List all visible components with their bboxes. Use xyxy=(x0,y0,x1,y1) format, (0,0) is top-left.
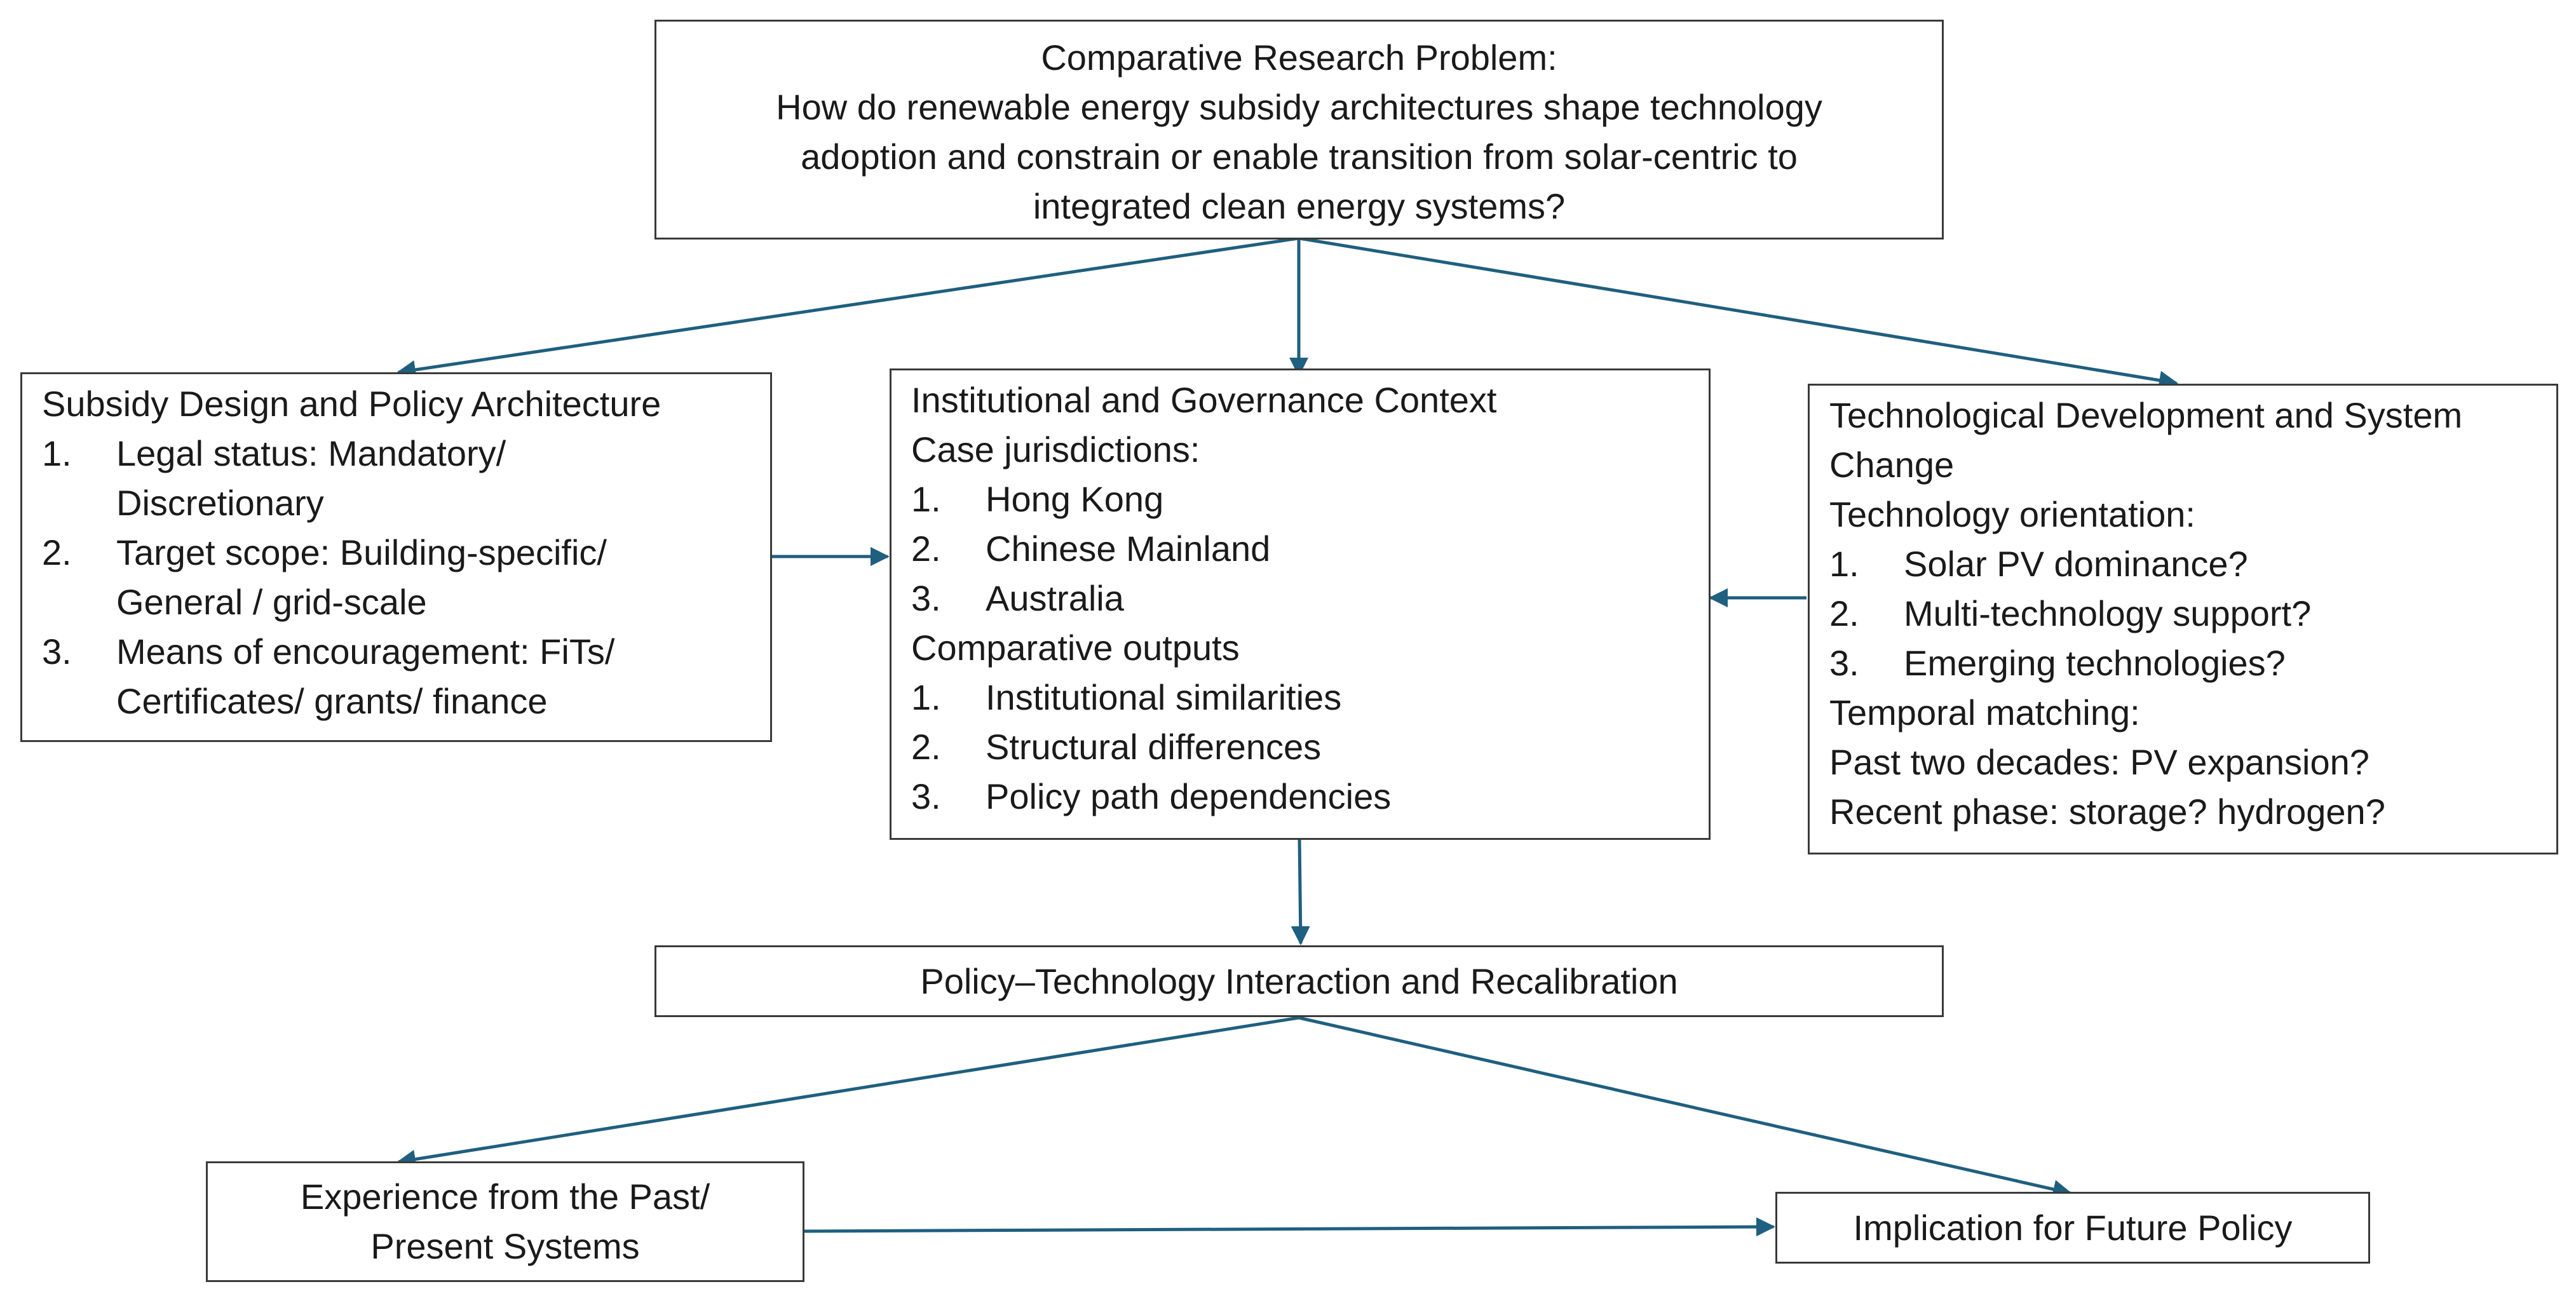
experience-box: Experience from the Past/ Present System… xyxy=(206,1161,804,1282)
item-text: Chinese Mainland xyxy=(986,529,1271,569)
outputs-heading: Comparative outputs xyxy=(911,628,1240,668)
subsidy-item: 3. Means of encouragement: FiTs/ Certifi… xyxy=(42,627,770,726)
orientation-item: 1. Solar PV dominance? xyxy=(1829,539,2556,589)
output-item: 1. Institutional similarities xyxy=(911,673,1709,722)
output-item: 3. Policy path dependencies xyxy=(911,772,1709,821)
technology-title-line: Change xyxy=(1829,445,1955,485)
temporal-line: Recent phase: storage? hydrogen? xyxy=(1829,792,2385,832)
item-text: Emerging technologies? xyxy=(1904,643,2286,683)
case-item: 3. Australia xyxy=(911,574,1709,623)
output-item: 2. Structural differences xyxy=(911,722,1709,772)
item-number: 3. xyxy=(42,631,72,672)
item-line: Certificates/ grants/ finance xyxy=(116,681,548,721)
problem-line: Comparative Research Problem: xyxy=(1041,37,1557,78)
temporal-line: Past two decades: PV expansion? xyxy=(1829,742,2369,782)
item-text: Multi-technology support? xyxy=(1904,593,2312,633)
orientation-item: 3. Emerging technologies? xyxy=(1829,638,2556,688)
orientation-heading: Technology orientation: xyxy=(1829,494,2195,534)
case-item: 2. Chinese Mainland xyxy=(911,524,1709,574)
arrow-institutional-to-interaction xyxy=(1291,838,1310,945)
research-problem-box: Comparative Research Problem: How do ren… xyxy=(654,20,1944,240)
institutional-context-box: Institutional and Governance Context Cas… xyxy=(890,368,1711,840)
item-line: Discretionary xyxy=(116,483,324,523)
item-number: 2. xyxy=(911,529,941,569)
subsidy-item: 2. Target scope: Building-specific/ Gene… xyxy=(42,528,770,627)
item-text: Australia xyxy=(986,578,1124,618)
item-number: 1. xyxy=(1829,544,1859,584)
subsidy-design-box: Subsidy Design and Policy Architecture 1… xyxy=(20,372,772,742)
item-line: Legal status: Mandatory/ xyxy=(116,433,506,473)
problem-line: integrated clean energy systems? xyxy=(1033,186,1566,226)
implication-label: Implication for Future Policy xyxy=(1853,1208,2293,1248)
item-number: 1. xyxy=(42,433,72,473)
item-text: Hong Kong xyxy=(986,479,1164,519)
subsidy-title: Subsidy Design and Policy Architecture xyxy=(42,384,661,424)
item-line: Target scope: Building-specific/ xyxy=(116,532,607,572)
item-text: Solar PV dominance? xyxy=(1904,544,2248,584)
arrow-interaction-to-implication xyxy=(1298,1016,2072,1199)
interaction-label: Policy–Technology Interaction and Recali… xyxy=(920,961,1678,1001)
item-text: Policy path dependencies xyxy=(986,776,1392,816)
item-number: 2. xyxy=(42,532,72,572)
item-number: 1. xyxy=(911,677,941,717)
problem-line: adoption and constrain or enable transit… xyxy=(801,137,1798,177)
item-number: 3. xyxy=(911,776,941,816)
item-number: 3. xyxy=(911,578,941,618)
arrow-problem-to-technology xyxy=(1298,236,2178,390)
arrow-experience-to-implication xyxy=(803,1217,1775,1237)
case-heading: Case jurisdictions: xyxy=(911,429,1200,469)
item-number: 1. xyxy=(911,479,941,519)
technology-title-line: Technological Development and System xyxy=(1829,395,2463,435)
institutional-title: Institutional and Governance Context xyxy=(911,380,1497,420)
item-line: Means of encouragement: FiTs/ xyxy=(116,631,615,672)
subsidy-item: 1. Legal status: Mandatory/ Discretionar… xyxy=(42,429,770,528)
item-number: 2. xyxy=(1829,593,1859,633)
implication-box: Implication for Future Policy xyxy=(1775,1192,2370,1264)
interaction-box: Policy–Technology Interaction and Recali… xyxy=(654,945,1944,1017)
problem-line: How do renewable energy subsidy architec… xyxy=(776,87,1822,127)
item-line: General / grid-scale xyxy=(116,582,427,622)
item-text: Structural differences xyxy=(986,727,1322,767)
item-number: 2. xyxy=(911,727,941,767)
experience-line: Present Systems xyxy=(370,1226,640,1266)
item-text: Institutional similarities xyxy=(986,677,1342,717)
temporal-heading: Temporal matching: xyxy=(1829,692,2140,733)
case-item: 1. Hong Kong xyxy=(911,475,1709,524)
orientation-item: 2. Multi-technology support? xyxy=(1829,589,2556,638)
item-number: 3. xyxy=(1829,643,1859,683)
experience-line: Experience from the Past/ xyxy=(300,1177,710,1217)
arrow-interaction-to-experience xyxy=(397,1016,1299,1169)
arrow-problem-to-subsidy xyxy=(397,236,1299,379)
technology-development-box: Technological Development and System Cha… xyxy=(1808,384,2558,854)
